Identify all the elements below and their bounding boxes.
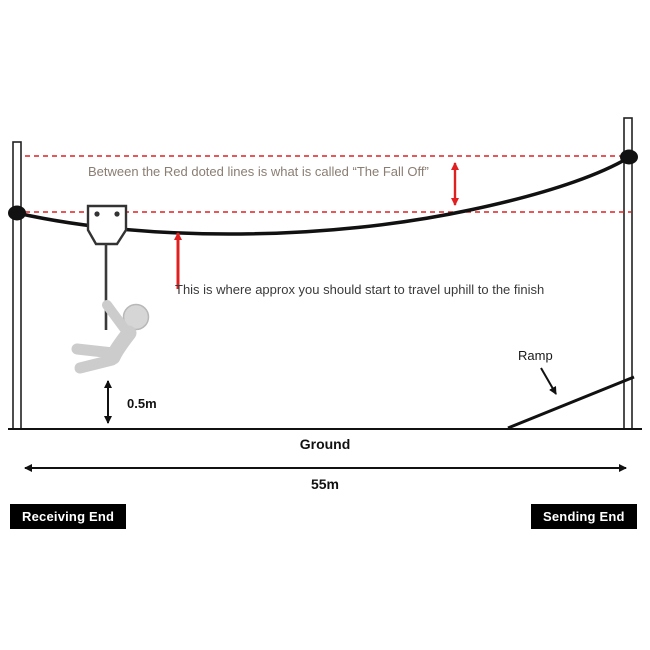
fall-off-note: Between the Red doted lines is what is c… [88,164,429,179]
ramp-line [507,375,635,430]
left-pole [12,141,22,430]
clearance-label: 0.5m [127,396,157,411]
ramp-label: Ramp [518,348,553,363]
receiving-end-tag: Receiving End [10,504,127,529]
ramp-pointer-arrow [540,367,557,395]
right-pole [623,117,633,430]
span-label: 55m [310,476,340,492]
left-anchor-dot [8,205,26,221]
ground-label: Ground [299,436,351,452]
uphill-note: This is where approx you should start to… [175,282,545,297]
trolley [86,204,128,246]
rider-figure [71,300,150,374]
sending-end-tag: Sending End [531,504,637,529]
right-anchor-dot [620,149,638,165]
